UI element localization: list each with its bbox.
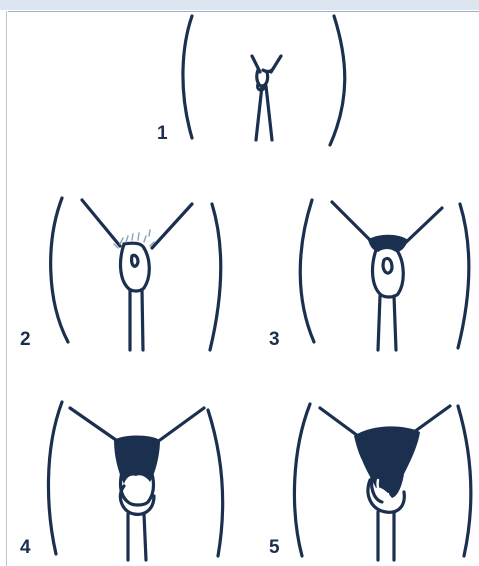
stage-2-right-thigh <box>210 204 221 350</box>
stage-4-right-thigh <box>208 410 223 556</box>
stage-5-right-thigh <box>458 406 471 556</box>
stage-4-figure <box>48 402 222 560</box>
stage-3-left-thigh <box>300 200 314 342</box>
stage-5-left-thigh <box>294 404 310 556</box>
stage-1-right-thigh <box>330 16 345 145</box>
stage-3-right-thigh <box>458 204 469 348</box>
stage-5-hair <box>354 426 420 498</box>
stage-1-left-thigh <box>183 16 192 138</box>
stage-3-hair <box>368 235 408 252</box>
stage-4-label: 4 <box>20 538 31 557</box>
stage-1-figure <box>183 16 345 145</box>
stage-4-left-thigh <box>48 402 62 554</box>
stage-5-label: 5 <box>269 538 280 557</box>
stage-1-label: 1 <box>157 124 168 143</box>
stage-3-label: 3 <box>269 330 280 349</box>
stage-2-label: 2 <box>20 330 31 349</box>
stage-2-figure <box>51 198 221 350</box>
stage-2-left-thigh <box>51 198 68 342</box>
stage-3-figure <box>300 200 469 350</box>
